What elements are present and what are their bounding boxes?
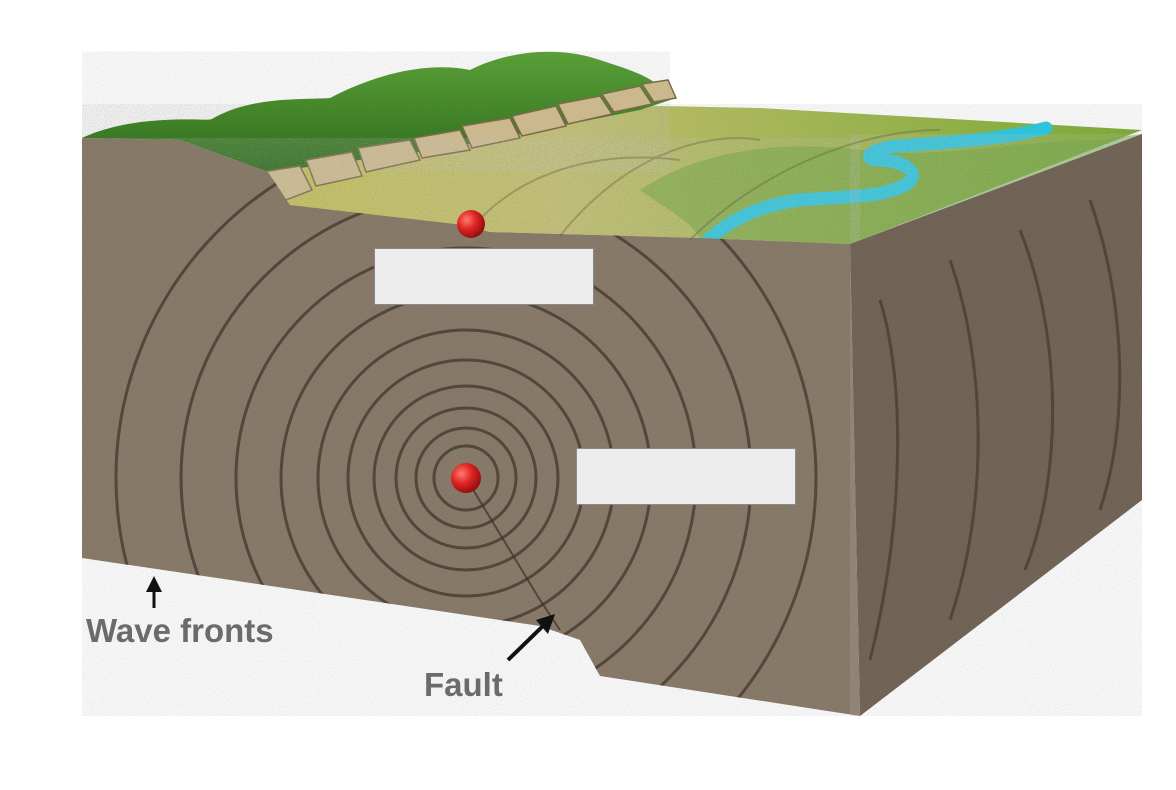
fault-line: [465, 477, 561, 631]
river: [701, 121, 1053, 247]
wave-fronts-side: [868, 199, 1122, 661]
wave-fronts-label: Wave fronts: [86, 612, 274, 649]
green-hills: [82, 51, 670, 172]
cliff-rocks: [260, 79, 678, 201]
fault-arrow: [506, 614, 555, 662]
wave-fronts-top: [469, 129, 941, 241]
wave-fronts-arrow: [146, 576, 162, 608]
focus-label-box[interactable]: [576, 448, 796, 505]
focus-marker: [451, 463, 481, 493]
epicenter-label-box[interactable]: [374, 248, 594, 305]
rock-side-face: [850, 134, 1142, 716]
fault-label: Fault: [424, 666, 503, 703]
epicenter-marker: [457, 210, 485, 238]
